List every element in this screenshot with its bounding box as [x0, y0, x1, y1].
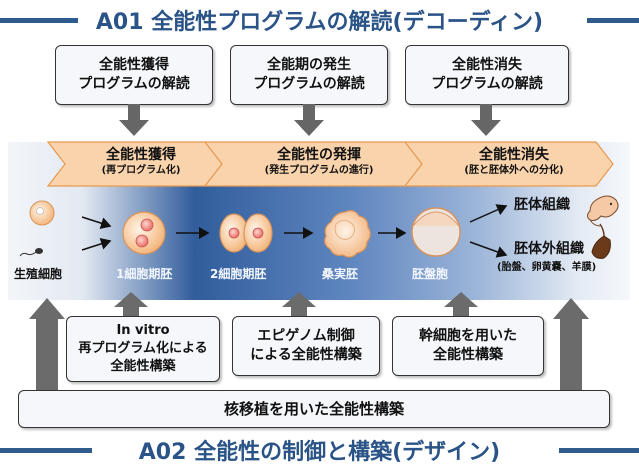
top-box-line1: 全能期の発生: [267, 57, 351, 73]
label-extraembryonic-sub: (胎盤、卵黄嚢、羊膜): [497, 262, 597, 273]
stage-exertion: 全能性の発揮 (発生プログラムの進行): [228, 146, 410, 178]
stage-subtitle: (発生プログラムの進行): [264, 165, 374, 176]
stage-title: 全能性消失: [479, 147, 549, 163]
label-morula: 桑実胚: [322, 267, 359, 281]
bottom-box-line1: 幹細胞を用いた: [419, 328, 517, 344]
arrow-sperm: [81, 238, 112, 251]
fetus-icon: [587, 195, 619, 227]
morula-embryo: [324, 210, 371, 258]
header-left-rule: [0, 18, 78, 23]
blastocyst-embryo: [411, 207, 461, 257]
down-arrow-1: [119, 104, 149, 136]
stage-subtitle: (胚と胚体外への分化): [464, 165, 564, 176]
footer-right-rule: [559, 448, 639, 453]
arrow-oocyte: [81, 216, 112, 229]
arrow-to-extra: [469, 241, 508, 258]
header-title: A01 全能性プログラムの解読(デコーディン): [87, 4, 552, 36]
up-arrow-3: [444, 292, 478, 316]
bottom-box-line3: 全能性構築: [110, 359, 176, 374]
footer-banner: A02 全能性の制御と構築(デザイン): [0, 434, 639, 466]
bottom-box-line2: 全能性構築: [433, 347, 503, 363]
label-blastocyst: 胚盤胞: [412, 267, 449, 281]
bottom-box-line2: による全能性構築: [250, 347, 362, 363]
up-arrow-1: [114, 292, 148, 316]
wide-box-label: 核移植を用いた全能性構築: [223, 399, 404, 418]
stage-title: 全能性の発揮: [277, 147, 361, 163]
stage-loss: 全能性消失 (胚と胚体外への分化): [425, 146, 603, 178]
stage-subtitle: (再プログラム化): [101, 165, 181, 176]
bottom-box-stemcell: 幹細胞を用いた全能性構築: [392, 316, 544, 376]
label-germ-cell: 生殖細胞: [14, 267, 63, 281]
down-arrow-3: [471, 104, 501, 136]
up-arrow-left-tall: [29, 298, 65, 392]
bottom-box-invitro: In vitro 再プログラム化による全能性構築: [66, 316, 220, 382]
stage-acquisition: 全能性獲得 (再プログラム化): [72, 146, 210, 178]
top-box-line2: プログラムの解読: [431, 76, 543, 92]
top-box-development: 全能期の発生プログラムの解読: [230, 45, 388, 105]
down-arrow-2: [294, 104, 324, 136]
up-arrow-2: [282, 292, 316, 316]
arrow-to-embryo: [469, 204, 508, 223]
label-extraembryonic-tissue: 胚体外組織: [514, 241, 584, 257]
footer-left-rule: [0, 448, 92, 453]
bottom-box-line2: 再プログラム化による: [78, 341, 208, 356]
top-box-line1: 全能性獲得: [99, 57, 169, 73]
two-cell-embryo: [219, 213, 273, 253]
stage-title: 全能性獲得: [106, 147, 176, 163]
germ-cell-sperm: [19, 248, 43, 257]
label-embryo-tissue: 胚体組織: [514, 197, 570, 213]
top-box-line2: プログラムの解読: [78, 76, 190, 92]
placenta-icon: [591, 223, 611, 259]
germ-cell-oocyte: [29, 200, 55, 226]
label-two-cell: 2細胞期胚: [210, 267, 267, 281]
label-one-cell: 1細胞期胚: [116, 267, 173, 281]
header-right-rule: [587, 18, 639, 23]
one-cell-embryo: [122, 211, 166, 255]
stage-chevron-3: [403, 141, 614, 187]
top-box-line1: 全能性消失: [452, 57, 522, 73]
bottom-box-line1: エピゲノム制御: [257, 328, 355, 344]
bottom-box-line1: In vitro: [116, 323, 170, 338]
top-box-line2: プログラムの解読: [253, 76, 365, 92]
top-box-loss: 全能性消失プログラムの解読: [405, 45, 569, 105]
bottom-box-epigenome: エピゲノム制御による全能性構築: [232, 316, 380, 376]
wide-box-nuclear-transfer: 核移植を用いた全能性構築: [18, 390, 610, 428]
header-banner: A01 全能性プログラムの解読(デコーディン): [0, 4, 639, 36]
up-arrow-right-tall: [553, 298, 589, 392]
footer-title: A02 全能性の制御と構築(デザイン): [130, 434, 509, 466]
